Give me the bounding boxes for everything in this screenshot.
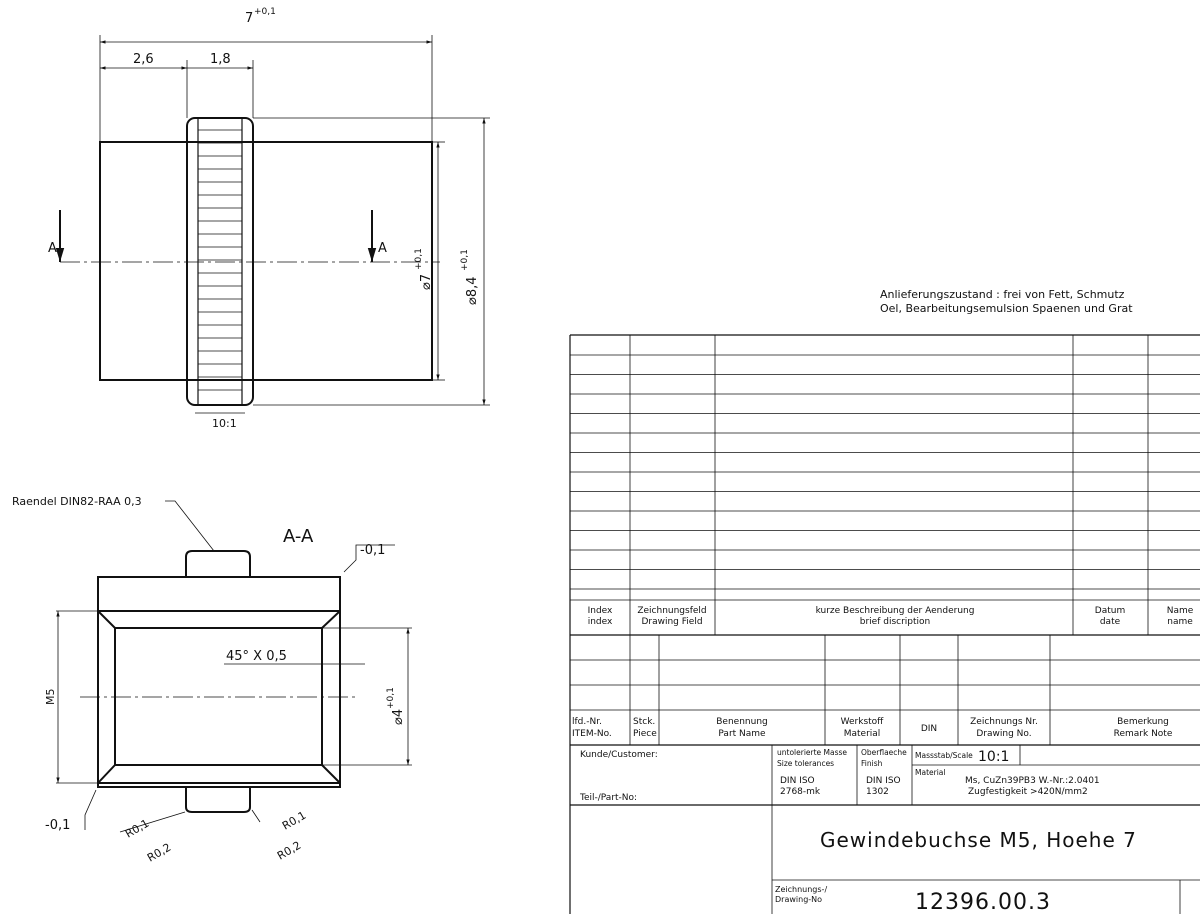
flatness-left: -0,1 [45,818,70,833]
title-block: Index index Zeichnungsfeld Drawing Field… [569,334,1200,914]
section-title: A-A [283,526,314,547]
tolerance-label-en: Size tolerances [777,759,834,768]
col-item-en: ITEM-No. [572,729,612,739]
dim-1-8: 1,8 [210,52,231,67]
col-material-en: Material [844,729,881,739]
col-desc-en: brief discription [860,617,930,627]
flatness-right: -0,1 [360,543,385,558]
radius-label: R0,2 [275,839,303,863]
tolerance-value: DIN ISO [780,776,815,786]
drawing-no-label-en: Drawing-No [775,895,822,904]
diameter-7: ⌀7 [419,274,434,290]
diameter-8-4-tol: +0,1 [460,249,470,271]
diameter-7-tol: +0,1 [414,248,424,270]
col-name: Name [1167,606,1194,616]
thread-label: M5 [44,689,57,706]
col-index-en: index [588,617,613,627]
radius-label: R0,1 [123,817,151,841]
radius-label: R0,2 [145,841,173,865]
dim-2-6: 2,6 [133,52,154,67]
tolerance-label: untolerierte Masse [777,748,847,757]
delivery-note-line1: Anlieferungszustand : frei von Fett, Sch… [880,288,1125,301]
col-date: Datum [1095,606,1125,616]
length-tolerance: +0,1 [254,7,276,17]
finish-value-2: 1302 [866,787,889,797]
bore-diameter: ⌀4 [391,709,406,725]
col-din: DIN [921,724,937,734]
section-view-a-a: Raendel DIN82-RAA 0,3 A-A -0,1 M5 45° X … [12,495,412,865]
col-drawing-en: Drawing No. [976,729,1031,739]
delivery-note-line2: Oel, Bearbeitungsemulsion Spaenen und Gr… [880,302,1133,315]
tolerance-value-2: 2768-mk [780,787,821,797]
drawing-no-label: Zeichnungs-/ [775,885,827,894]
tensile-strength: Zugfestigkeit >420N/mm2 [968,787,1088,797]
col-piece: Stck. [633,717,655,727]
col-item: lfd.-Nr. [572,717,602,727]
length-dimension: 7 [245,11,253,26]
material-label: Material [915,768,945,777]
chamfer-note: 45° X 0,5 [226,649,287,664]
col-remark-en: Remark Note [1114,729,1173,739]
col-field: Zeichnungsfeld [637,606,706,616]
col-date-en: date [1100,617,1121,627]
col-part: Benennung [716,717,767,727]
customer-label: Kunde/Customer: [580,750,658,760]
col-desc: kurze Beschreibung der Aenderung [816,606,975,616]
bore-tolerance: +0,1 [386,687,396,709]
radius-label: R0,1 [280,809,308,833]
scale-value: 10:1 [978,749,1009,765]
col-index: Index [588,606,613,616]
section-mark-left: A [48,241,57,256]
side-view: 7 +0,1 2,6 1,8 A A ⌀7 +0,1 ⌀8,4 +0,1 10:1 [48,7,490,430]
diameter-8-4: ⌀8,4 [465,276,480,305]
scale-label: Massstab/Scale [915,751,973,760]
finish-label: Oberflaeche [861,748,907,757]
col-field-en: Drawing Field [641,617,702,627]
finish-label-en: Finish [861,759,883,768]
knurl-note: Raendel DIN82-RAA 0,3 [12,495,142,508]
col-material: Werkstoff [841,717,885,727]
finish-value: DIN ISO [866,776,901,786]
drawing-number: 12396.00.3 [915,890,1051,914]
section-mark-right: A [378,241,387,256]
view-scale: 10:1 [212,417,237,430]
part-no-label: Teil-/Part-No: [579,793,637,803]
col-part-en: Part Name [718,729,766,739]
material-value: Ms, CuZn39PB3 W.-Nr.:2.0401 [965,776,1100,786]
col-drawing: Zeichnungs Nr. [970,717,1038,727]
col-remark: Bemerkung [1117,717,1169,727]
col-piece-en: Piece [633,729,657,739]
col-name-en: name [1167,617,1193,627]
drawing-title: Gewindebuchse M5, Hoehe 7 [820,828,1137,852]
